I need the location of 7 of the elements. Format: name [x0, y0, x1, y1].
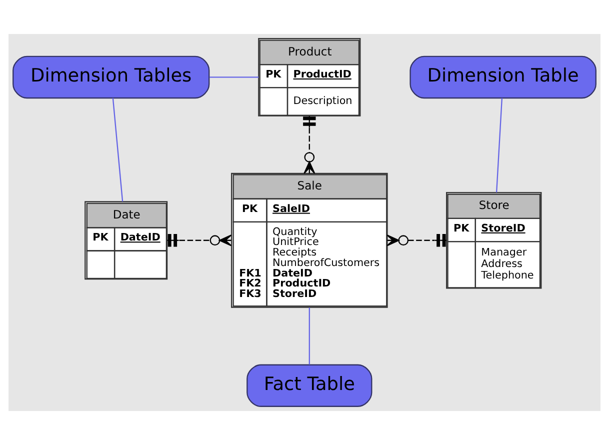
node-box: Dimension Table: [410, 55, 596, 98]
connector: [496, 98, 503, 192]
connector: [209, 76, 259, 78]
connector: [308, 307, 310, 364]
connector: [112, 98, 124, 202]
node-box: Fact Table: [246, 364, 372, 406]
node-box: Dimension Tables: [12, 55, 210, 98]
